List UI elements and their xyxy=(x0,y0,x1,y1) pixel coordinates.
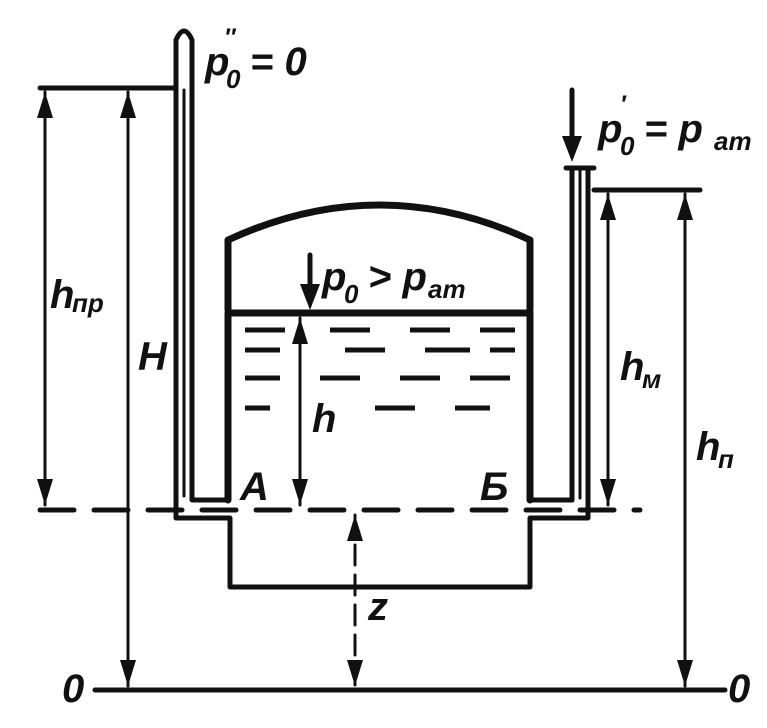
svg-text:″: ″ xyxy=(224,24,237,51)
liquid-hatching xyxy=(245,327,515,411)
svg-text:h: h xyxy=(50,273,74,317)
svg-text:ат: ат xyxy=(428,274,466,304)
svg-text:> p: > p xyxy=(368,255,427,299)
svg-text:p: p xyxy=(597,107,622,151)
dimension-h xyxy=(292,316,308,507)
svg-text:0: 0 xyxy=(344,279,359,309)
svg-text:п: п xyxy=(718,444,734,474)
dimension-H xyxy=(120,90,136,688)
label-h-pr: h пр xyxy=(50,273,104,318)
label-p0-vessel: p 0 > p ат xyxy=(321,255,466,309)
svg-text:0: 0 xyxy=(620,131,635,161)
label-h: h xyxy=(312,397,336,441)
svg-text:м: м xyxy=(642,364,661,394)
svg-text:′: ′ xyxy=(620,91,627,118)
label-B: Б xyxy=(480,465,508,509)
dimension-h-pr xyxy=(37,90,53,507)
svg-text:h: h xyxy=(696,425,720,469)
svg-text:= p: = p xyxy=(644,107,703,151)
svg-text:p: p xyxy=(204,40,229,84)
label-zero-left: 0 xyxy=(62,667,84,711)
outer-contour xyxy=(173,37,591,590)
label-h-m: h м xyxy=(620,345,661,394)
svg-text:пр: пр xyxy=(72,288,104,318)
label-p0-double-prime: p 0 ″ = 0 xyxy=(204,24,307,94)
label-z: z xyxy=(367,585,388,629)
left-closed-tube xyxy=(173,28,231,503)
svg-text:ат: ат xyxy=(714,126,752,156)
svg-text:0: 0 xyxy=(226,64,241,94)
dimension-h-m xyxy=(600,192,616,507)
label-H: H xyxy=(138,335,168,379)
svg-text:p: p xyxy=(321,255,346,299)
svg-text:h: h xyxy=(620,345,644,389)
label-A: A xyxy=(239,465,269,509)
atm-pressure-arrow xyxy=(562,87,582,162)
svg-text:= 0: = 0 xyxy=(250,40,307,84)
dimension-h-p xyxy=(677,192,693,688)
label-p0-prime: p 0 ′ = p ат xyxy=(597,91,752,161)
dimension-z xyxy=(347,513,363,688)
label-h-p: h п xyxy=(696,425,734,474)
label-zero-right: 0 xyxy=(728,667,750,711)
vessel-dome xyxy=(224,201,534,314)
surface-pressure-arrow xyxy=(300,252,320,310)
